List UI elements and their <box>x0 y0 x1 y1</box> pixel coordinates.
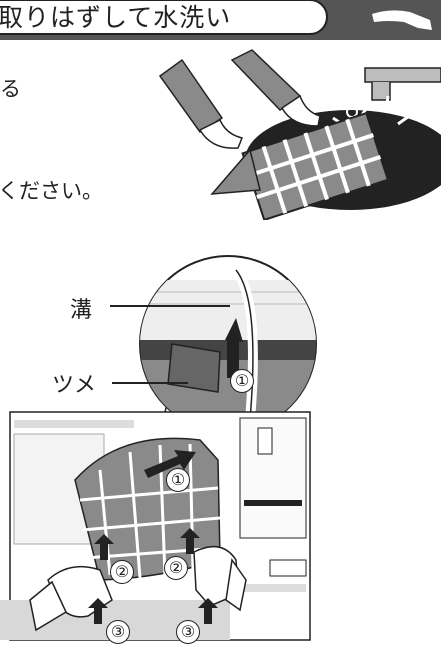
instruction-text-2: ください。 <box>0 179 103 203</box>
section-title: 取りはずして水洗い <box>0 3 232 32</box>
groove-label: 溝 <box>70 298 93 323</box>
step-marker-1-zoom: ① <box>230 369 254 393</box>
instruction-text-1: る <box>0 77 21 101</box>
faucet-icon <box>372 10 432 30</box>
step-marker-1: ① <box>166 468 190 492</box>
step-marker-3-left: ③ <box>106 620 130 644</box>
step-marker-2-left: ② <box>110 560 134 584</box>
tab-label: ツメ <box>52 373 97 398</box>
section-title-pill: 取りはずして水洗い <box>0 0 328 35</box>
washing-illustration <box>158 49 441 220</box>
step-marker-3-right: ③ <box>176 620 200 644</box>
step-marker-2-right: ② <box>164 556 188 580</box>
section-header-bar: 取りはずして水洗い <box>0 0 441 40</box>
